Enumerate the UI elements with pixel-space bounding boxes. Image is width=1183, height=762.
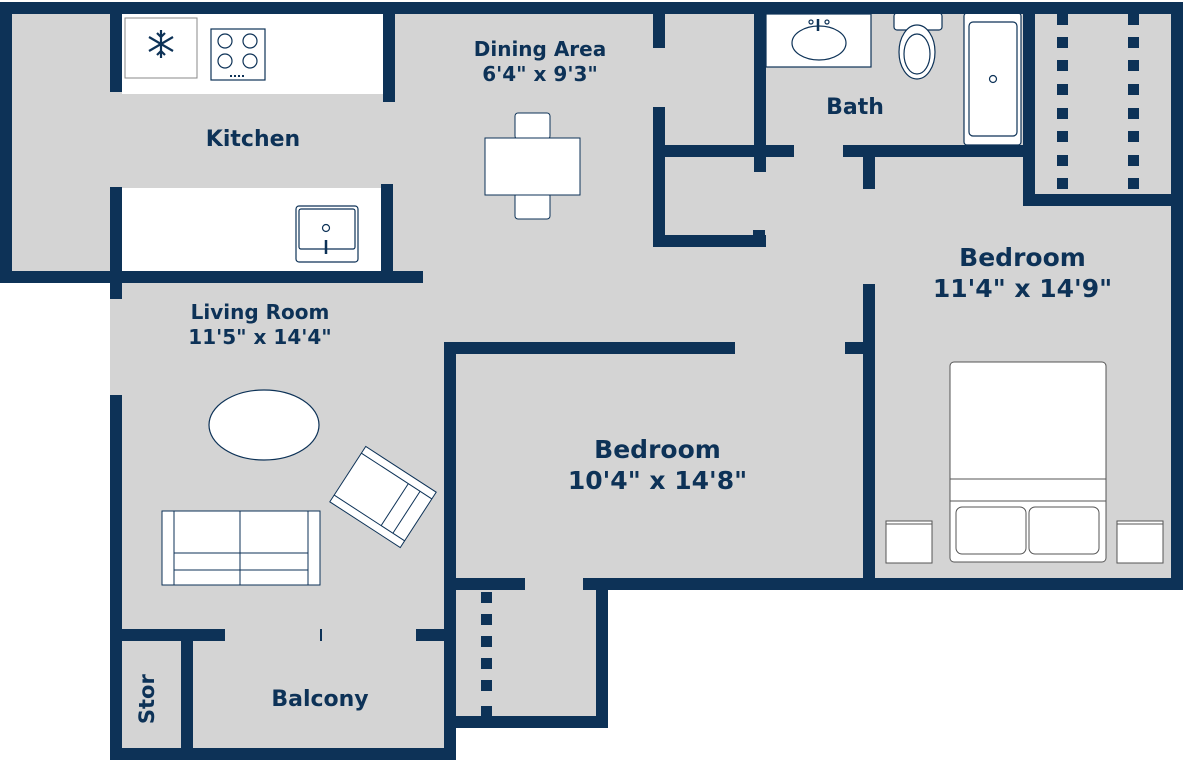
room-label-living: Living Room 11'5" x 14'4" (165, 300, 355, 350)
sofa-icon (161, 510, 321, 586)
room-label-balcony: Balcony (245, 686, 395, 714)
closet-shelves-icon (481, 14, 1139, 718)
refrigerator-icon (124, 17, 198, 79)
room-name: Kitchen (205, 127, 301, 152)
dining-table-icon (484, 112, 581, 220)
room-name: Stor (134, 674, 159, 725)
room-name: Bedroom (594, 435, 721, 464)
stove-icon (210, 28, 266, 81)
kitchen-sink-icon (295, 205, 359, 263)
room-dimensions: 11'5" x 14'4" (188, 325, 332, 349)
coffee-table-icon (208, 389, 320, 461)
bathroom-sink-icon (765, 13, 872, 68)
room-label-storage: Stor (134, 664, 160, 734)
room-name: Dining Area (473, 37, 607, 61)
bed-icon (949, 361, 1107, 563)
toilet-icon (893, 12, 943, 80)
room-dimensions: 10'4" x 14'8" (567, 466, 748, 496)
balcony-door-marker (320, 629, 322, 641)
bathtub-icon (963, 12, 1022, 146)
room-label-bedroom-right: Bedroom 11'4" x 14'9" (910, 242, 1135, 305)
room-dimensions: 6'4" x 9'3" (482, 62, 598, 86)
room-name: Bedroom (959, 243, 1086, 272)
room-name: Bath (826, 95, 884, 120)
room-name: Balcony (271, 687, 369, 712)
room-dimensions: 11'4" x 14'9" (932, 274, 1113, 304)
room-label-kitchen: Kitchen (175, 126, 331, 154)
room-label-bedroom-center: Bedroom 10'4" x 14'8" (545, 434, 770, 497)
room-label-bath: Bath (805, 94, 905, 122)
nightstand-icon (885, 520, 1164, 564)
armchair-icon (329, 445, 437, 549)
room-name: Living Room (190, 300, 330, 324)
room-label-dining: Dining Area 6'4" x 9'3" (440, 37, 640, 87)
